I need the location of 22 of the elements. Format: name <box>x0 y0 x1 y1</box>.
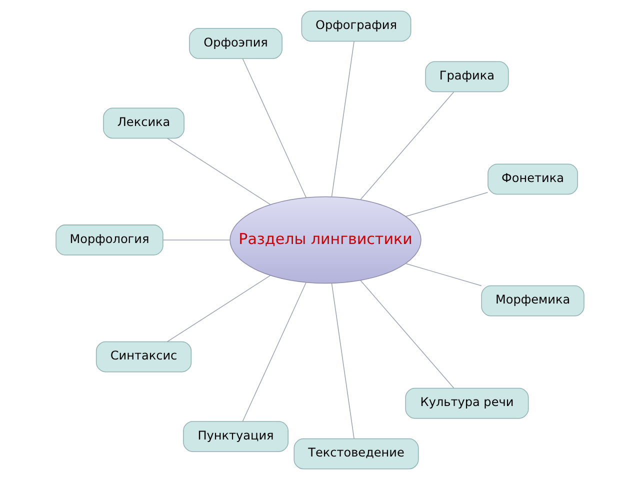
connector <box>360 280 454 388</box>
node-box: Фонетика <box>488 164 578 195</box>
connector <box>360 92 454 200</box>
node-box: Морфемика <box>481 285 584 316</box>
node-box: Графика <box>425 61 509 92</box>
connector <box>331 282 354 440</box>
node-box: Синтаксис <box>96 341 192 372</box>
connector <box>242 282 307 422</box>
node-ellipse: Разделы лингвистики <box>230 196 422 284</box>
node-box: Текстоведение <box>294 438 419 470</box>
connector <box>242 58 307 198</box>
node-box: Орфография <box>301 10 412 42</box>
connector <box>406 263 482 286</box>
node-box: Морфология <box>56 224 164 256</box>
connector <box>166 275 271 342</box>
node-box: Орфоэпия <box>189 28 282 59</box>
node-box: Лексика <box>103 108 184 139</box>
connector <box>406 192 488 217</box>
connector <box>166 138 271 205</box>
node-box: Культура речи <box>405 388 529 419</box>
connector <box>331 40 354 198</box>
node-box: Пунктуация <box>183 421 288 452</box>
